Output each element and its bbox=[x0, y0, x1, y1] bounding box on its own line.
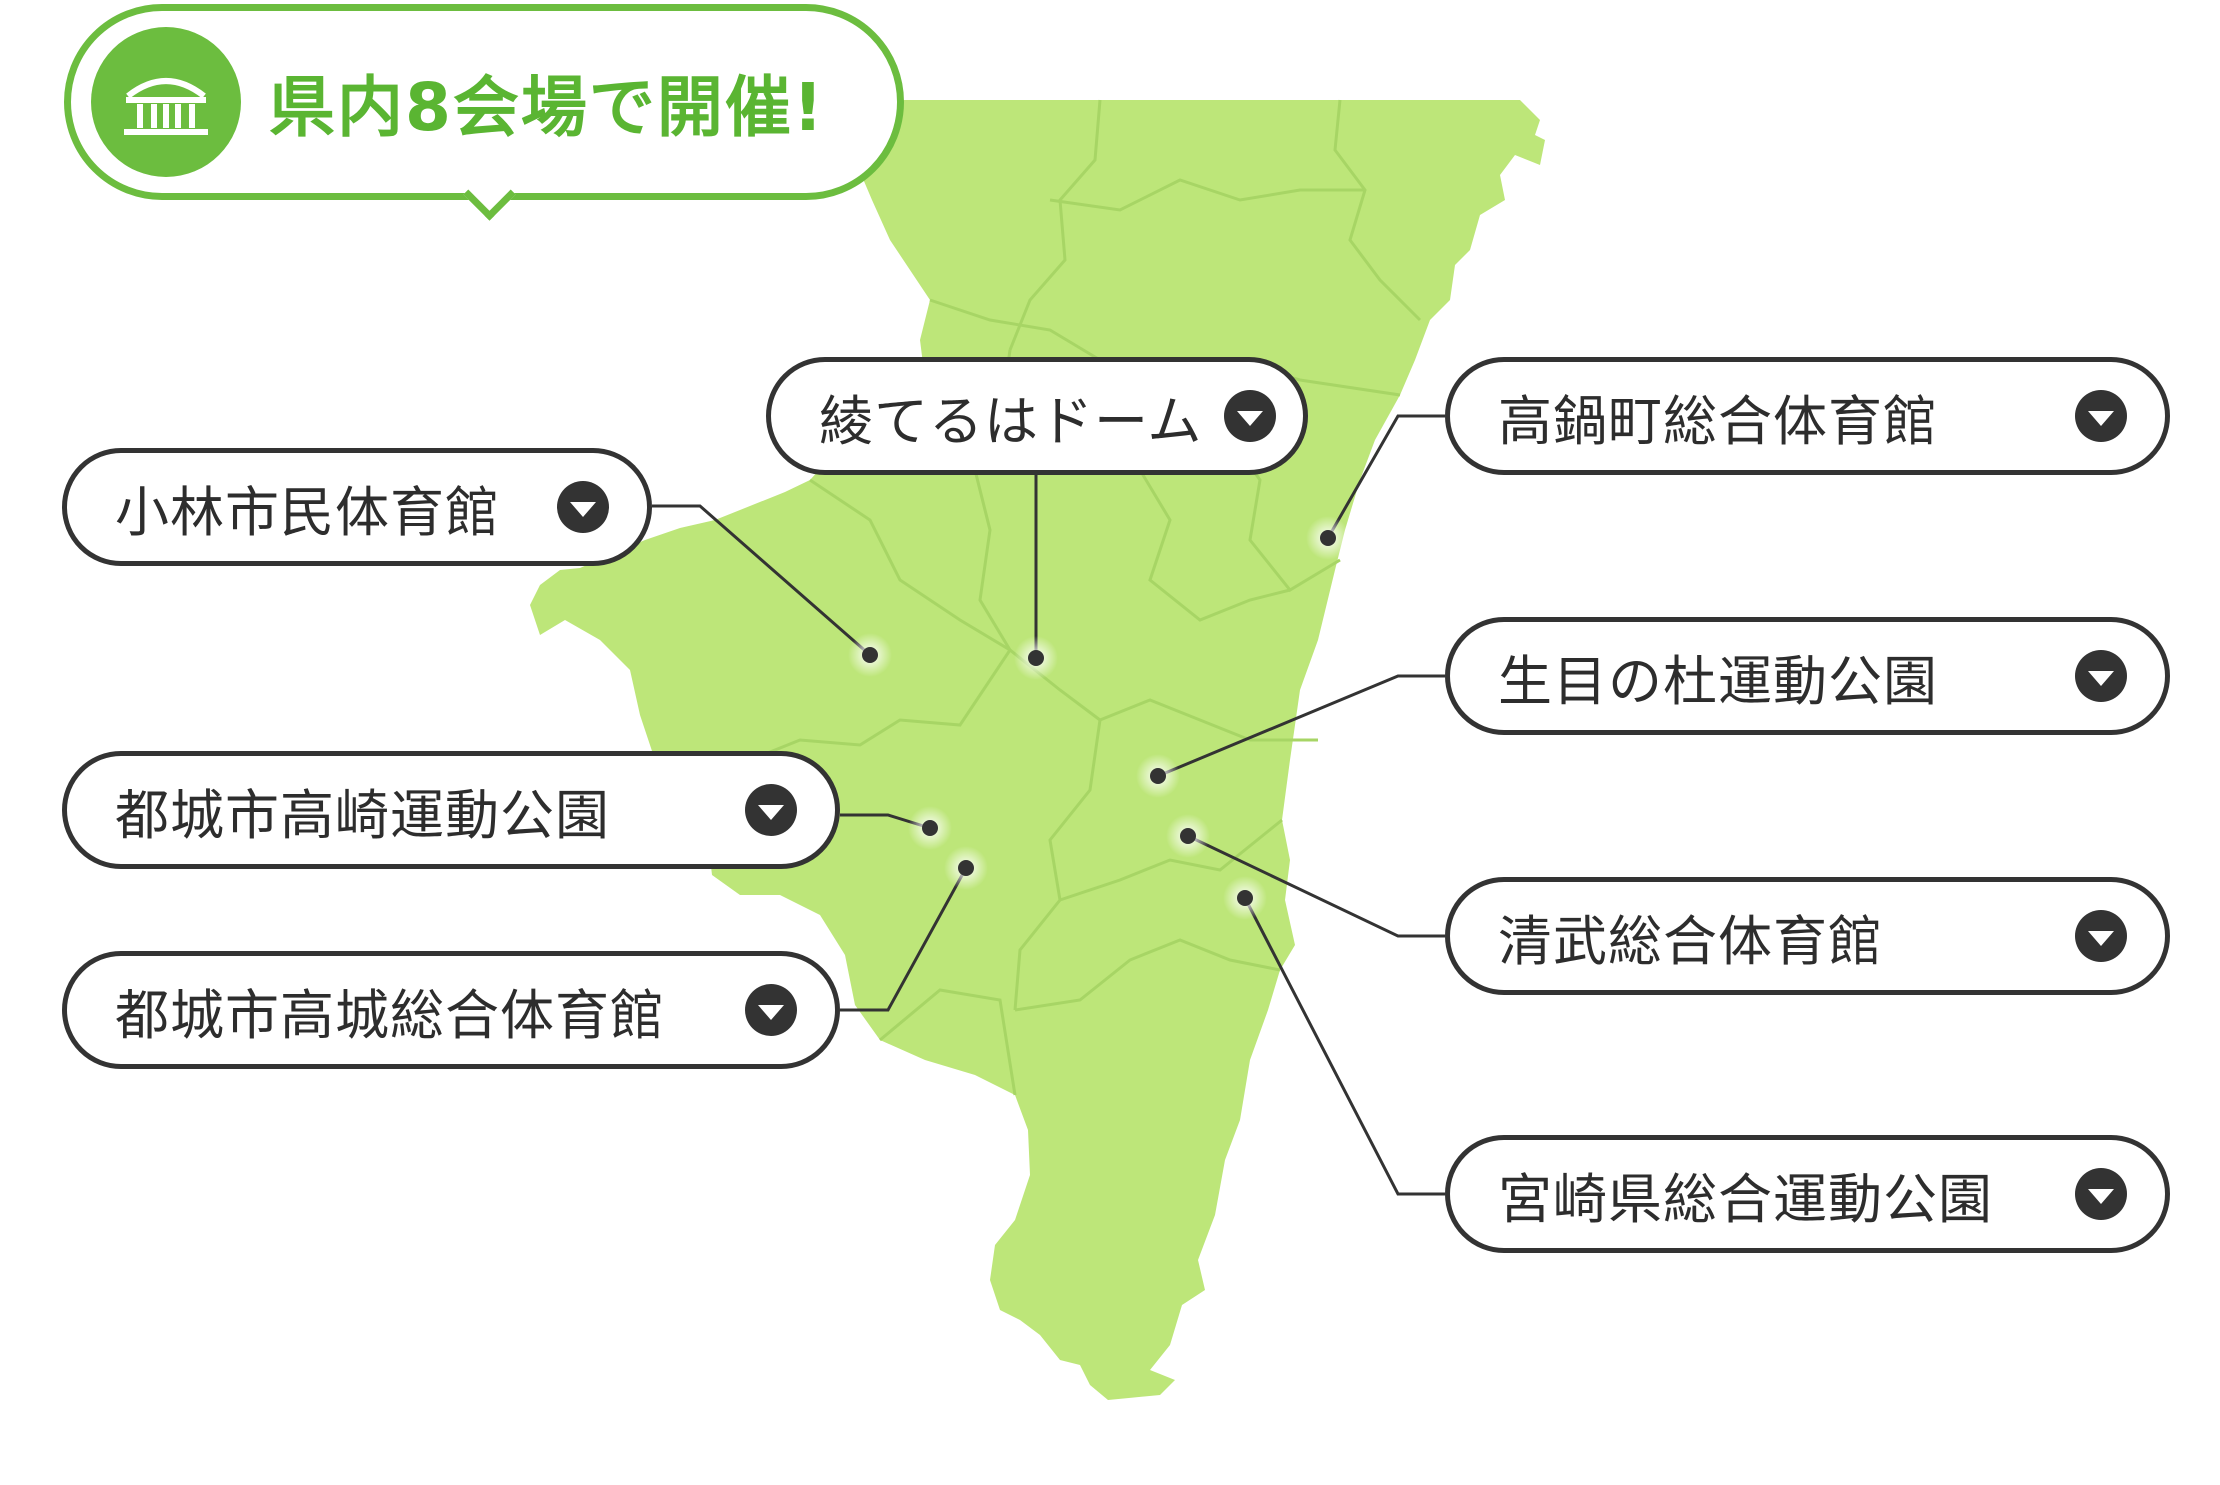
venue-marker bbox=[922, 820, 938, 836]
venue-label: 高鍋町総合体育館 bbox=[1498, 389, 1938, 453]
venue-button-aya-teruha-dome[interactable]: 綾てるはドーム bbox=[766, 357, 1308, 475]
venue-marker bbox=[862, 647, 878, 663]
page-title: 県内8会場で開催! bbox=[269, 69, 826, 146]
venue-button-takanabe-gym[interactable]: 高鍋町総合体育館 bbox=[1445, 357, 2170, 475]
venue-button-kiyotake-gym[interactable]: 清武総合体育館 bbox=[1445, 877, 2170, 995]
venue-button-kobayashi-gym[interactable]: 小林市民体育館 bbox=[62, 448, 652, 566]
chevron-down-icon bbox=[745, 984, 797, 1036]
stadium-icon bbox=[91, 27, 241, 177]
chevron-down-icon bbox=[2075, 390, 2127, 442]
venue-marker bbox=[1320, 530, 1336, 546]
chevron-down-icon bbox=[2075, 650, 2127, 702]
venue-button-takazaki-park[interactable]: 都城市高崎運動公園 bbox=[62, 751, 840, 869]
venue-marker bbox=[1180, 828, 1196, 844]
venue-marker bbox=[958, 860, 974, 876]
venue-marker bbox=[1150, 768, 1166, 784]
connector-lines bbox=[652, 414, 1445, 1196]
venue-label: 生目の杜運動公園 bbox=[1498, 649, 1938, 713]
prefecture-shape bbox=[530, 100, 1545, 1400]
chevron-down-icon bbox=[745, 784, 797, 836]
chevron-down-icon bbox=[2075, 910, 2127, 962]
venue-label: 小林市民体育館 bbox=[115, 480, 500, 544]
chevron-down-icon bbox=[2075, 1168, 2127, 1220]
venue-marker bbox=[1028, 650, 1044, 666]
chevron-down-icon bbox=[1224, 390, 1277, 442]
venue-label: 清武総合体育館 bbox=[1498, 909, 1883, 973]
venue-label: 都城市高城総合体育館 bbox=[115, 983, 665, 1047]
venue-label: 宮崎県総合運動公園 bbox=[1498, 1167, 1993, 1231]
venue-button-miyazaki-sports-park[interactable]: 宮崎県総合運動公園 bbox=[1445, 1135, 2170, 1253]
venue-marker bbox=[1237, 890, 1253, 906]
venue-button-ikime-park[interactable]: 生目の杜運動公園 bbox=[1445, 617, 2170, 735]
venue-label: 綾てるはドーム bbox=[819, 389, 1203, 453]
venue-label: 都城市高崎運動公園 bbox=[115, 783, 610, 847]
venue-markers bbox=[848, 516, 1350, 920]
venue-button-takajo-gym[interactable]: 都城市高城総合体育館 bbox=[62, 951, 840, 1069]
chevron-down-icon bbox=[557, 481, 609, 533]
municipality-borders bbox=[699, 99, 1422, 1096]
title-bubble: 県内8会場で開催! bbox=[64, 4, 904, 221]
